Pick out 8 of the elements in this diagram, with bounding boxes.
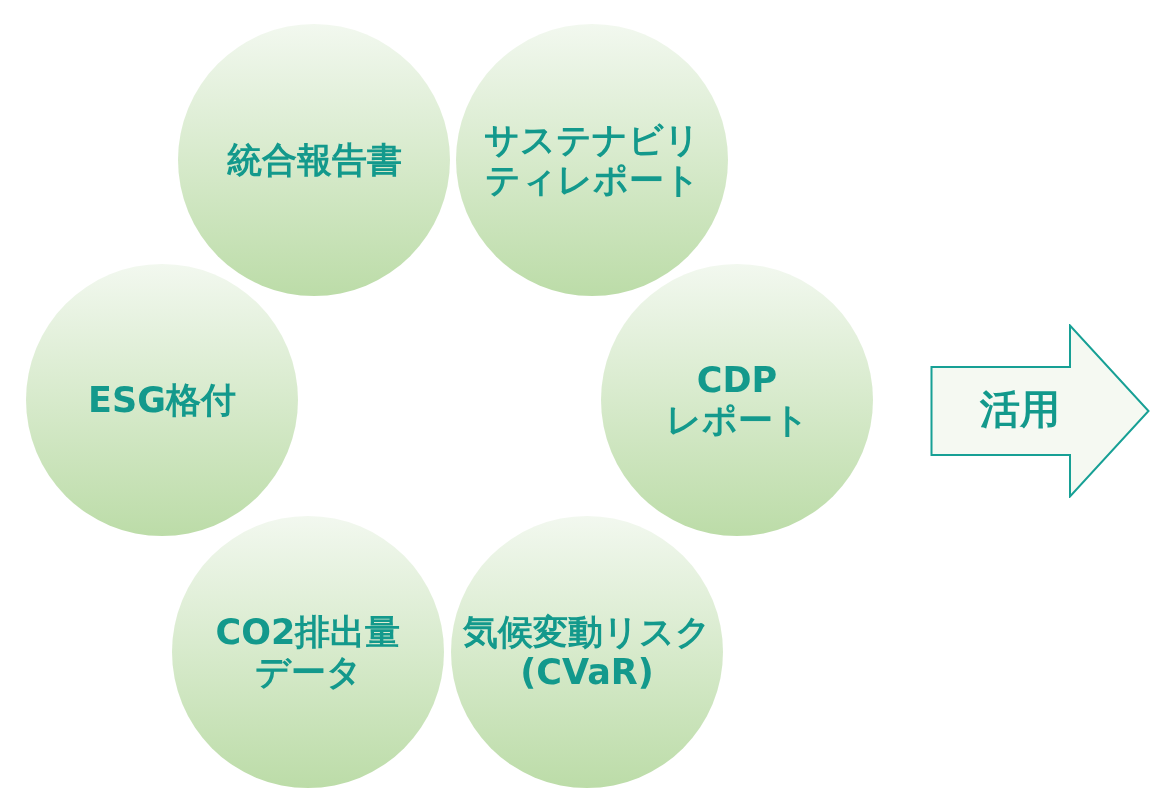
block-arrow [930, 324, 1150, 498]
circle-label: CDP レポート [664, 359, 810, 441]
circle-label: 統合報告書 [225, 139, 403, 181]
circle-label: サステナビリティレポート [483, 119, 701, 201]
circle-label: 気候変動リスク(CVaR) [462, 611, 712, 693]
circle-label: CO2排出量データ [214, 611, 402, 693]
arrow-label: 活用 [979, 386, 1061, 432]
circle-label: ESG格付 [87, 379, 237, 421]
